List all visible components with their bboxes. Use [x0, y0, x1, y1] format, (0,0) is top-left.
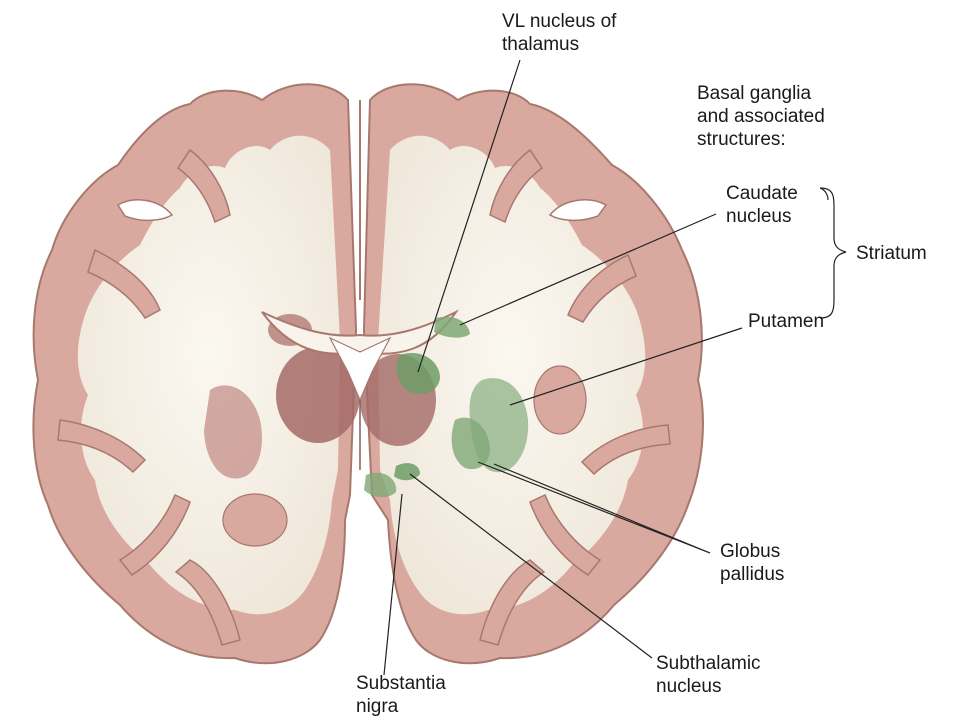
striatum-bracket	[820, 188, 846, 318]
label-basal-ganglia-line-2: and associated	[697, 105, 825, 128]
label-globus-pallidus-line-1: Globus	[720, 540, 784, 563]
label-caudate: Caudate nucleus	[726, 182, 798, 228]
label-vl-nucleus: VL nucleus of thalamus	[502, 10, 616, 56]
label-globus-pallidus: Globus pallidus	[720, 540, 784, 586]
label-basal-ganglia-line-3: structures:	[697, 128, 825, 151]
label-substantia-nigra-line-1: Substantia	[356, 672, 446, 695]
right-insula-core	[534, 366, 586, 434]
left-hemisphere	[33, 84, 360, 663]
label-putamen-text: Putamen	[748, 310, 824, 333]
caudate-tick	[820, 188, 828, 200]
label-caudate-line-1: Caudate	[726, 182, 798, 205]
label-caudate-line-2: nucleus	[726, 205, 798, 228]
left-temporal-core	[223, 494, 287, 546]
label-basal-ganglia-line-1: Basal ganglia	[697, 82, 825, 105]
label-subthalamic-line-2: nucleus	[656, 675, 761, 698]
label-putamen: Putamen	[748, 310, 824, 333]
label-substantia-nigra-line-2: nigra	[356, 695, 446, 718]
label-striatum-text: Striatum	[856, 242, 927, 265]
label-subthalamic-line-1: Subthalamic	[656, 652, 761, 675]
label-basal-ganglia: Basal ganglia and associated structures:	[697, 82, 825, 151]
label-subthalamic: Subthalamic nucleus	[656, 652, 761, 698]
label-vl-nucleus-line-1: VL nucleus of	[502, 10, 616, 33]
label-substantia-nigra: Substantia nigra	[356, 672, 446, 718]
label-striatum: Striatum	[856, 242, 927, 265]
label-vl-nucleus-line-2: thalamus	[502, 33, 616, 56]
label-globus-pallidus-line-2: pallidus	[720, 563, 784, 586]
